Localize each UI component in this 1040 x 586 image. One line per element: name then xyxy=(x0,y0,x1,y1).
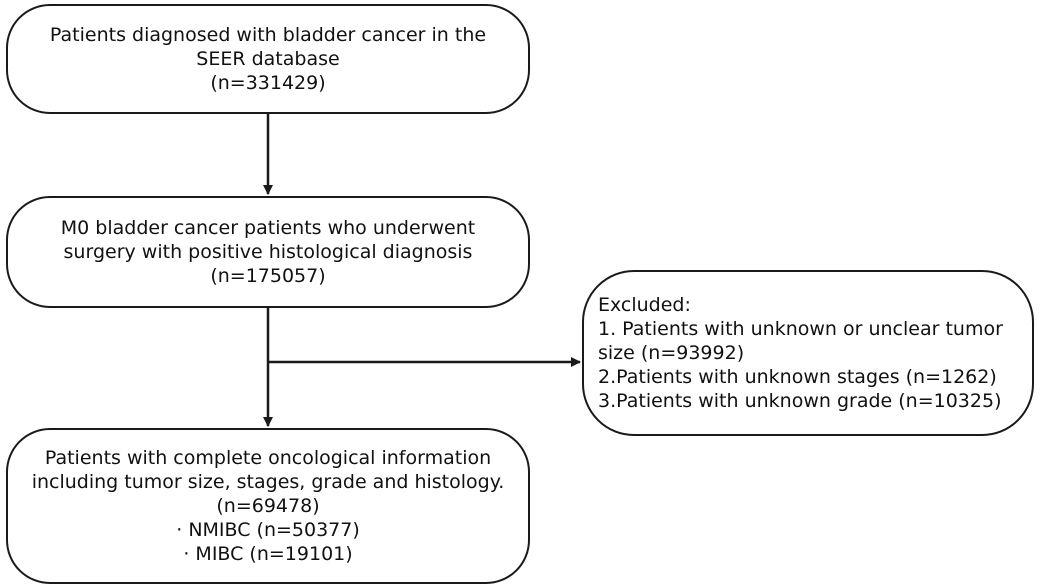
seer-count: (n=331429) xyxy=(210,72,326,94)
excluded-item-1b: size (n=93992) xyxy=(598,342,745,364)
surgery-patients-box: M0 bladder cancer patients who underwent… xyxy=(6,196,530,308)
surgery-line-2: surgery with positive histological diagn… xyxy=(63,241,473,263)
complete-info-box: Patients with complete oncological infor… xyxy=(6,428,530,584)
nmibc-count: · NMIBC (n=50377) xyxy=(176,519,360,541)
seer-line-1: Patients diagnosed with bladder cancer i… xyxy=(49,24,487,46)
surgery-count: (n=175057) xyxy=(210,265,326,287)
excluded-box: Excluded: 1. Patients with unknown or un… xyxy=(582,270,1034,436)
complete-line-1: Patients with complete oncological infor… xyxy=(44,447,492,469)
mibc-count: · MIBC (n=19101) xyxy=(183,543,353,565)
seer-patients-box: Patients diagnosed with bladder cancer i… xyxy=(6,4,530,114)
complete-line-2: including tumor size, stages, grade and … xyxy=(31,471,505,493)
excluded-item-2: 2.Patients with unknown stages (n=1262) xyxy=(598,366,997,388)
excluded-item-3: 3.Patients with unknown grade (n=10325) xyxy=(598,390,1002,412)
excluded-heading: Excluded: xyxy=(598,294,691,316)
surgery-line-1: M0 bladder cancer patients who underwent xyxy=(60,217,476,239)
excluded-item-1a: 1. Patients with unknown or unclear tumo… xyxy=(598,318,1003,340)
seer-line-2: SEER database xyxy=(196,48,340,70)
complete-count: (n=69478) xyxy=(216,495,320,517)
